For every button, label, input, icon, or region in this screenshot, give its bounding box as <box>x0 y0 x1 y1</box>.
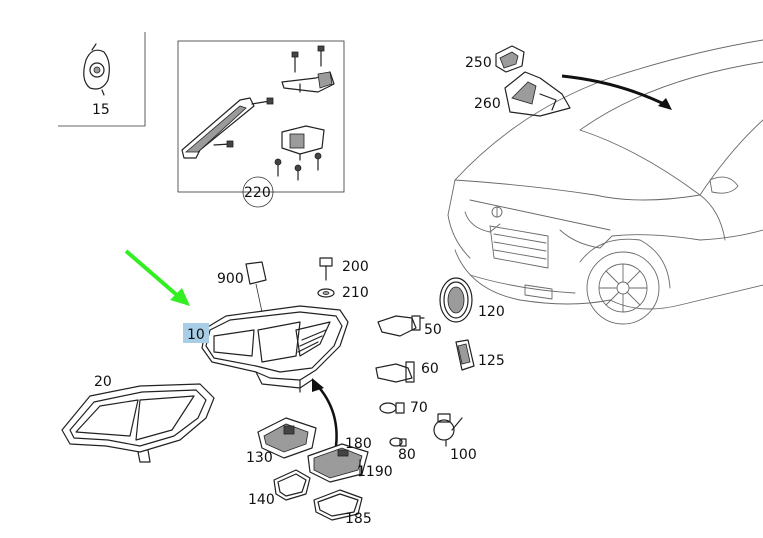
label-180[interactable]: 180 <box>345 436 372 452</box>
green-pointer-arrow <box>124 249 180 298</box>
label-15[interactable]: 15 <box>92 102 110 118</box>
part-70-bulb <box>379 402 405 414</box>
label-140[interactable]: 140 <box>248 492 275 508</box>
label-900[interactable]: 900 <box>217 271 244 287</box>
label-1190[interactable]: 1190 <box>357 464 393 480</box>
part-15-group <box>58 32 146 127</box>
label-100[interactable]: 100 <box>450 447 477 463</box>
part-100-socket <box>433 413 463 447</box>
label-250[interactable]: 250 <box>465 55 492 71</box>
label-210[interactable]: 210 <box>342 285 369 301</box>
highlight-box-10 <box>183 323 209 343</box>
part-125-pad <box>455 339 475 371</box>
part-220-kit <box>177 40 345 208</box>
part-140-seal <box>273 469 311 501</box>
arrow-to-windshield <box>561 74 669 108</box>
label-185[interactable]: 185 <box>345 511 372 527</box>
part-50-bulb <box>377 315 425 337</box>
label-20[interactable]: 20 <box>94 374 112 390</box>
label-220[interactable]: 220 <box>244 185 271 201</box>
part-900 <box>245 261 267 313</box>
label-130[interactable]: 130 <box>246 450 273 466</box>
part-180-ballast <box>307 443 369 483</box>
arrow-to-headlamp <box>315 383 338 447</box>
label-120[interactable]: 120 <box>478 304 505 320</box>
part-185-seal <box>313 489 363 521</box>
arrow-to-headlamp-head <box>312 378 324 392</box>
part-80-bulb <box>389 437 407 447</box>
part-130-module <box>257 417 317 459</box>
part-210-washer <box>317 288 335 298</box>
label-260[interactable]: 260 <box>474 96 501 112</box>
part-20-lens <box>61 383 215 463</box>
green-pointer-arrow-head <box>170 288 190 306</box>
part-200-bolt <box>319 257 333 281</box>
label-10[interactable]: 10 <box>187 327 205 343</box>
label-70[interactable]: 70 <box>410 400 428 416</box>
label-125[interactable]: 125 <box>478 353 505 369</box>
part-10-headlamp <box>201 305 349 393</box>
label-50[interactable]: 50 <box>424 322 442 338</box>
part-120-cap <box>439 277 473 323</box>
label-60[interactable]: 60 <box>421 361 439 377</box>
part-250-260 <box>495 45 571 117</box>
arrow-to-windshield-head <box>658 98 672 110</box>
part-60-bulb <box>375 361 415 383</box>
car-illustration <box>447 39 763 325</box>
label-80[interactable]: 80 <box>398 447 416 463</box>
label-200[interactable]: 200 <box>342 259 369 275</box>
